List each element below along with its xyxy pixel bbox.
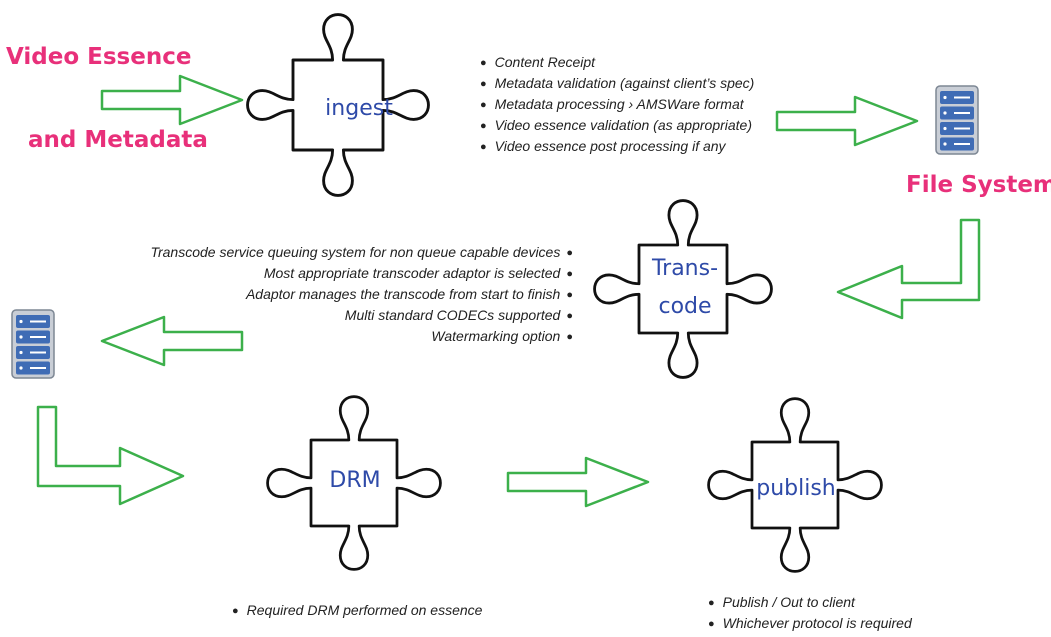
arrow-input-to-ingest <box>100 74 244 126</box>
arrow-storage-to-drm <box>36 405 185 506</box>
input-label-line1: Video Essence <box>6 44 192 70</box>
file-system-server-icon <box>935 85 979 155</box>
list-item: Required DRM performed on essence <box>232 600 483 621</box>
list-item: Multi standard CODECs supported <box>150 305 573 326</box>
list-item: Video essence validation (as appropriate… <box>480 115 754 136</box>
drm-steps-list: Required DRM performed on essence <box>232 600 483 621</box>
input-label-line2: and Metadata <box>28 127 208 153</box>
list-item: Metadata processing › AMSWare format <box>480 94 754 115</box>
ingest-steps-list: Content Receipt Metadata validation (aga… <box>480 52 755 157</box>
transcode-steps-list: Transcode service queuing system for non… <box>150 242 573 347</box>
drm-label: DRM <box>329 468 381 493</box>
list-item: Metadata validation (against client’s sp… <box>480 73 755 94</box>
list-item: Content Receipt <box>480 52 754 73</box>
storage-server-icon <box>11 309 55 379</box>
list-item: Most appropriate transcoder adaptor is s… <box>150 263 573 284</box>
list-item: Watermarking option <box>150 326 573 347</box>
arrow-drm-to-publish <box>506 456 650 508</box>
publish-label: publish <box>756 476 836 501</box>
ingest-label: ingest <box>325 96 393 121</box>
transcode-label-line2: code <box>658 294 712 319</box>
list-item: Whichever protocol is required <box>708 613 912 634</box>
list-item: Transcode service queuing system for non… <box>150 242 573 263</box>
arrow-filesystem-to-transcode <box>836 218 981 320</box>
arrow-ingest-to-filesystem <box>775 95 919 147</box>
file-system-label: File System <box>906 172 1051 198</box>
list-item: Video essence post processing if any <box>480 136 754 157</box>
list-item: Adaptor manages the transcode from start… <box>150 284 573 305</box>
transcode-label-line1: Trans- <box>651 256 719 281</box>
publish-steps-list: Publish / Out to client Whichever protoc… <box>708 592 912 634</box>
list-item: Publish / Out to client <box>708 592 912 613</box>
transcode-puzzle-piece <box>593 199 773 379</box>
